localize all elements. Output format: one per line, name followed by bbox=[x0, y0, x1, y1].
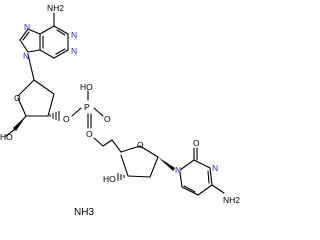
hashed-bond-1 bbox=[49, 111, 60, 121]
chemical-structure-diagram: NH2 N N N N HO O O P HO O O O HO N N O N… bbox=[0, 3, 240, 205]
p-label: P bbox=[84, 102, 90, 112]
cytosine-ring bbox=[179, 147, 225, 196]
o-label-eq: O bbox=[104, 114, 111, 124]
o-label-cytosine: O bbox=[193, 138, 200, 148]
o-label-link1: O bbox=[63, 114, 70, 124]
n-label-cytosine-3: N bbox=[212, 163, 218, 173]
phosphate-group bbox=[71, 90, 113, 147]
wedge-bond-2 bbox=[158, 157, 175, 171]
wedge-bond-1 bbox=[13, 116, 26, 131]
ho-label-top: HO bbox=[0, 132, 13, 142]
ho-label-bottom: HO bbox=[103, 174, 116, 184]
nh2-label-cytosine: NH2 bbox=[223, 195, 240, 205]
adenine-ring bbox=[19, 12, 69, 59]
glycosidic-bond-1 bbox=[27, 53, 35, 81]
n-label-n3: N bbox=[71, 46, 77, 56]
hashed-bond-2 bbox=[117, 173, 125, 181]
ho-label-phosphate: HO bbox=[80, 82, 93, 92]
o-label-link2: O bbox=[86, 129, 93, 139]
o-label-sugar2: O bbox=[137, 140, 144, 150]
n-label-n7: N bbox=[24, 22, 30, 32]
lower-furanose-ring bbox=[111, 139, 159, 178]
n-label-cytosine-1: N bbox=[175, 165, 181, 175]
o-label-sugar1: O bbox=[14, 93, 21, 103]
ammonia-salt-label: NH3 bbox=[74, 207, 95, 218]
upper-furanose-ring bbox=[5, 79, 55, 137]
n-label-n1: N bbox=[71, 30, 77, 40]
n-label-n9: N bbox=[23, 51, 29, 61]
nh2-label-adenine: NH2 bbox=[47, 3, 64, 13]
